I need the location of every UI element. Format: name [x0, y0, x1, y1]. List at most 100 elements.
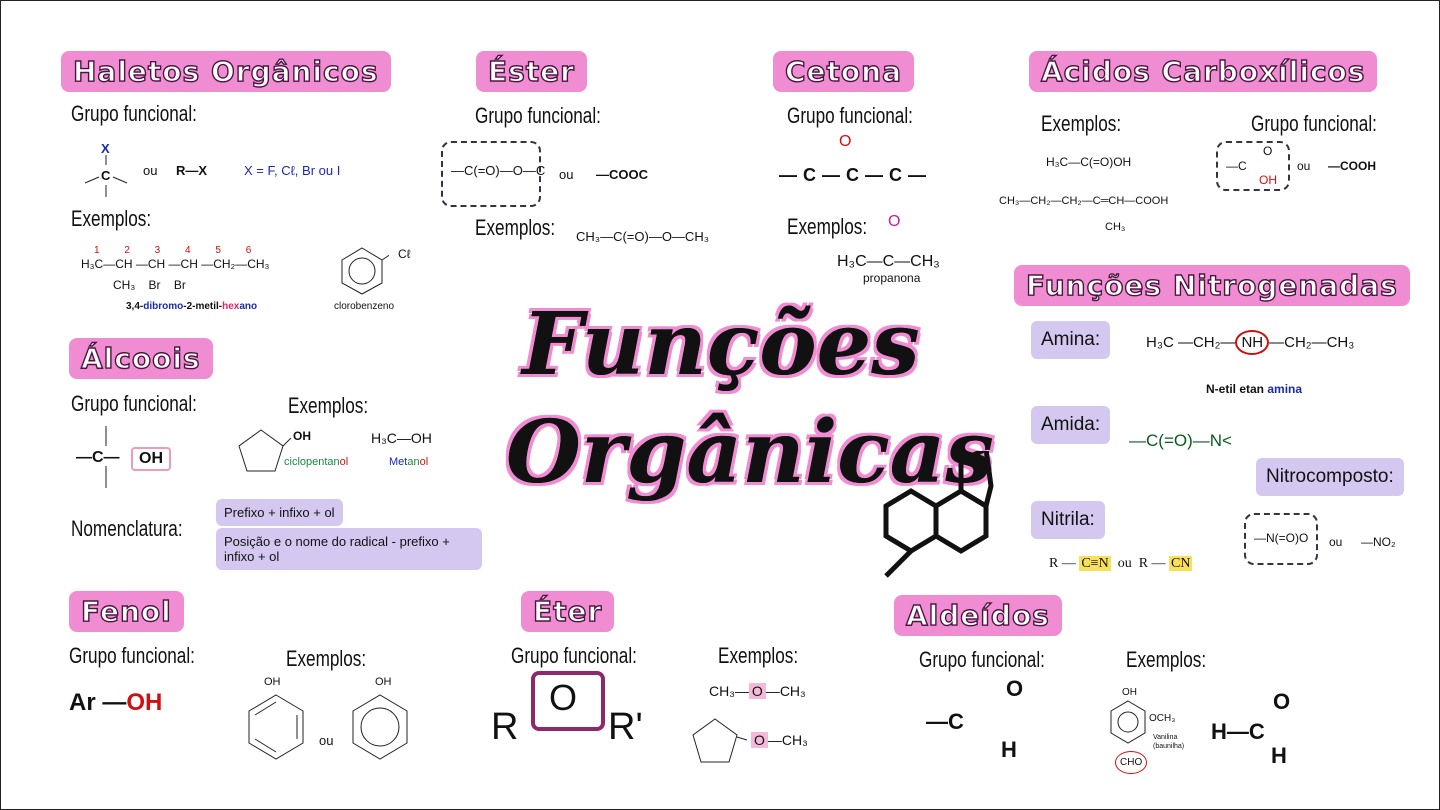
label: Grupo funcional:: [71, 391, 197, 416]
atom: OH: [293, 429, 311, 443]
section-title-nitrogenadas: Funções Nitrogenadas: [1014, 265, 1410, 306]
formula: R — C≡N ou R — CN: [1049, 556, 1193, 571]
compound-name: propanona: [863, 271, 921, 285]
atom: O: [1273, 689, 1291, 714]
compound-name: N-etil etan amina: [1206, 382, 1303, 396]
compound-name: Vanilina: [1153, 734, 1178, 741]
formula-r2: R': [608, 706, 643, 748]
section-title-cetona: Cetona: [773, 51, 914, 92]
formula: H₃C—C—CH₃: [837, 253, 940, 270]
label: Exemplos:: [787, 214, 868, 239]
atom: OCH₃: [1149, 713, 1176, 724]
benzene-ring: [341, 247, 389, 295]
formula: —N(=O)O: [1254, 531, 1309, 545]
text: ou: [1297, 159, 1311, 173]
formula: CH₃—CH₂—CH₂—C═CH—COOH: [999, 195, 1169, 207]
formula: X = F, Cℓ, Br ou I: [244, 163, 341, 178]
label: Grupo funcional:: [919, 647, 1045, 672]
label: Grupo funcional:: [71, 101, 197, 126]
formula: H₃C—C(=O)OH: [1046, 155, 1132, 169]
functional-group-box: [441, 141, 541, 207]
atom: H: [1001, 737, 1017, 762]
label: Grupo funcional:: [69, 643, 195, 668]
cyclopentane-ring: [238, 429, 292, 472]
atom: OH: [264, 676, 281, 688]
label-amida: Amida:: [1031, 406, 1111, 444]
text: ou: [143, 163, 158, 178]
text: ou: [1329, 535, 1343, 549]
formula: R—X: [176, 163, 208, 178]
section-title-alcoois: Álcoois: [69, 338, 213, 379]
atom: O: [839, 133, 852, 150]
label: Exemplos:: [475, 215, 556, 240]
carbon-numbers: 1 2 3 4 5 6: [94, 245, 252, 256]
label: Exemplos:: [286, 646, 367, 671]
section-title-haletos: Haletos Orgânicos: [61, 51, 391, 92]
formula-r: R: [491, 706, 519, 748]
section-title-acidos: Ácidos Carboxílicos: [1029, 51, 1378, 92]
label: Exemplos:: [1041, 111, 1122, 136]
text: ou: [559, 167, 574, 182]
atom: H: [1271, 743, 1287, 768]
formula: H₃C—OH: [371, 430, 432, 446]
atom: O: [888, 213, 901, 230]
formula: H₃C—CH —CH —CH —CH₂—CH₃: [81, 257, 270, 271]
formula: —C—: [76, 449, 120, 466]
carbon-bonds: [84, 155, 128, 197]
phenanthrene-molecule-icon: [883, 451, 994, 578]
formula: CH₃: [1105, 221, 1126, 233]
compound-name: 3,4-dibromo-2-metil-hexano: [126, 301, 258, 312]
section-title-fenol: Fenol: [69, 591, 184, 632]
atom: OH: [1259, 173, 1277, 187]
formula: H—C: [1211, 719, 1265, 744]
atom: C: [101, 168, 111, 183]
section-title-aldeidos: Aldeídos: [894, 595, 1062, 636]
naming-rule-1: Prefixo + infixo + ol: [216, 499, 343, 526]
label-amina: Amina:: [1031, 321, 1111, 359]
bond-lines: [105, 426, 107, 488]
formula: H₃C —CH₂—NH—CH₂—CH₃: [1146, 330, 1354, 355]
label: Exemplos:: [288, 393, 369, 418]
formula: —C: [926, 709, 964, 734]
formula: CH₃ Br Br: [113, 278, 186, 292]
formula: Ar —OH: [69, 689, 163, 716]
atom: OH: [375, 676, 392, 688]
phenol-kekule-ring: [248, 694, 304, 760]
formula: —C—C—C—: [779, 165, 932, 185]
section-title-ester: Éster: [476, 51, 587, 92]
atom: O: [1006, 676, 1024, 701]
label: Exemplos:: [71, 206, 152, 231]
label: Grupo funcional:: [475, 103, 601, 128]
label: Exemplos:: [718, 643, 799, 668]
text: ou: [319, 733, 334, 748]
label-nitrila: Nitrila:: [1031, 501, 1105, 539]
vanillin-ring: [1110, 700, 1146, 744]
label: Grupo funcional:: [787, 103, 913, 128]
formula-o: O: [549, 677, 578, 718]
label: Grupo funcional:: [1251, 111, 1377, 136]
functional-group-box: [1244, 513, 1318, 565]
functional-group-box: [1216, 141, 1290, 191]
phenol-aromatic-ring: [352, 694, 408, 760]
formula: O—CH₃: [751, 732, 808, 748]
oxygen-highlight-box: [531, 671, 605, 731]
compound-note: (baunilha): [1153, 743, 1185, 750]
atom: OH: [1122, 687, 1137, 698]
compound-name: clorobenzeno: [334, 301, 395, 312]
label-nitrocomposto: Nitrocomposto:: [1256, 458, 1404, 496]
section-title-eter: Éter: [521, 591, 615, 632]
formula: —COOC: [596, 167, 648, 182]
hydroxyl-highlight: OH: [131, 447, 171, 471]
label: Grupo funcional:: [511, 643, 637, 668]
aldehyde-highlight: CHO: [1115, 751, 1148, 774]
formula: —COOH: [1328, 159, 1376, 173]
formula: CH₃—O—CH₃: [709, 683, 806, 699]
formula: —NO₂: [1361, 535, 1396, 549]
atom: O: [1263, 144, 1273, 158]
formula: —C(=O)—O—C: [451, 163, 546, 178]
formula: CH₃—C(=O)—O—CH₃: [576, 229, 710, 244]
formula: —C(=O)—N<: [1129, 431, 1232, 450]
compound-name: ciclopentanol: [284, 456, 349, 468]
